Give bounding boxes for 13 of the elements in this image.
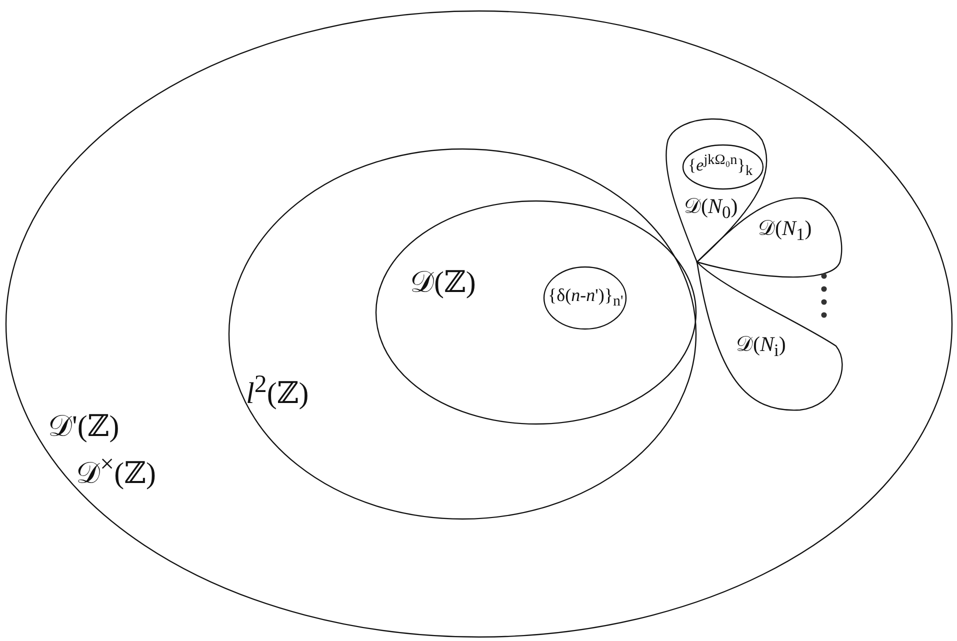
- set-ellipse: [5, 10, 953, 638]
- set-label: {δ(n-n')}$_{n'}$: [548, 286, 624, 310]
- set-label: 𝒟(N$_{1}$): [758, 218, 812, 244]
- set-label: {e$^{jkΩ₀n}$}$_{k}$: [688, 153, 753, 178]
- set-label: l$^{2}$(ℤ): [246, 372, 309, 409]
- set-label: 𝒟(N$_{i}$): [736, 334, 786, 360]
- set-label: 𝒟'(ℤ): [48, 412, 120, 442]
- set-label: 𝒟$^{×}$(ℤ): [76, 452, 156, 489]
- set-label: 𝒟(N$_{0}$): [684, 196, 738, 222]
- set-ellipse: [543, 266, 627, 330]
- set-ellipse: [682, 144, 764, 190]
- set-label: 𝒟(ℤ): [410, 268, 476, 298]
- petal-shape: [697, 262, 846, 414]
